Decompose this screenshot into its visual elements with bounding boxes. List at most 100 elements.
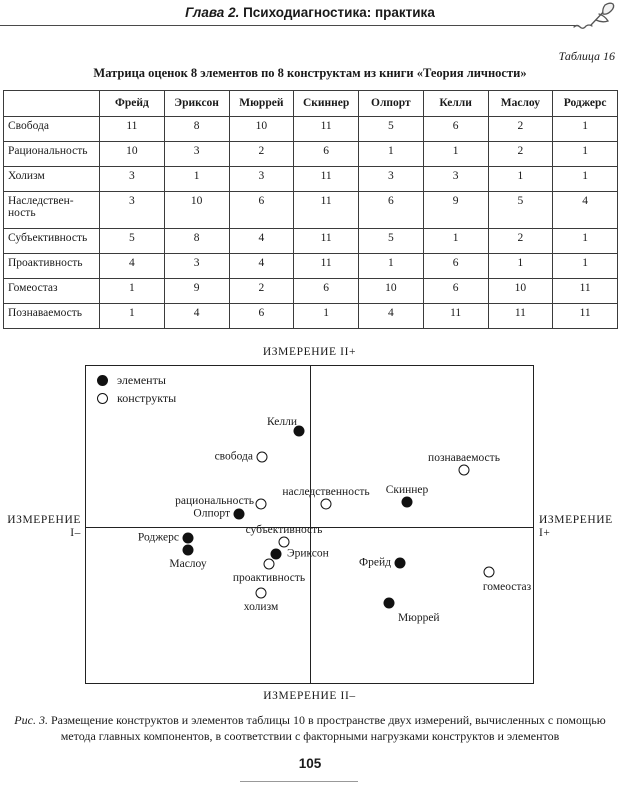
table-cell: 6 — [228, 191, 295, 229]
table-cell: 4 — [228, 253, 295, 279]
table-cell: 1 — [358, 141, 424, 167]
point-label: проактивность — [232, 572, 306, 584]
header-divider — [0, 25, 577, 26]
table-cell: 9 — [163, 278, 230, 304]
point-label: субъективность — [245, 524, 323, 536]
row-label: Проактивность — [3, 253, 100, 279]
table-cell: 2 — [487, 116, 554, 142]
chapter-name: Психодиагностика: практика — [239, 5, 435, 20]
column-header: Келли — [422, 90, 489, 117]
construct-point — [255, 498, 267, 510]
point-label: холизм — [243, 601, 279, 613]
horizontal-axis-line — [86, 527, 533, 528]
table-cell: 10 — [487, 278, 554, 304]
table-cell: 1 — [552, 253, 618, 279]
table-cell: 5 — [358, 116, 424, 142]
table-cell: 11 — [293, 253, 359, 279]
element-point — [383, 597, 395, 609]
table-cell: 6 — [228, 303, 295, 329]
table-cell: 2 — [228, 141, 295, 167]
table-cell: 11 — [99, 116, 165, 142]
construct-point — [320, 498, 332, 510]
chapter-number: Глава 2. — [185, 5, 240, 20]
table-cell: 10 — [163, 191, 230, 229]
table-cell: 6 — [422, 278, 489, 304]
table-cell: 3 — [99, 191, 165, 229]
point-label: наследственность — [282, 486, 370, 498]
figure-caption-text: Размещение конструктов и элементов табли… — [47, 713, 606, 743]
writing-hand-icon — [571, 1, 617, 38]
construct-point — [263, 558, 275, 570]
point-label: Маслоу — [169, 558, 207, 570]
table-number-label: Таблица 16 — [558, 49, 615, 63]
table-cell: 6 — [358, 191, 424, 229]
table-cell: 3 — [358, 166, 424, 192]
column-header: Роджерс — [552, 90, 618, 117]
table-cell: 6 — [293, 278, 359, 304]
row-label: Наследствен-ность — [3, 191, 100, 229]
element-point — [182, 544, 194, 556]
point-label: познаваемость — [428, 452, 500, 464]
element-point — [293, 425, 305, 437]
row-label: Холизм — [3, 166, 100, 192]
point-label: Келли — [267, 416, 297, 428]
table-cell: 6 — [422, 116, 489, 142]
point-label: Олпорт — [193, 507, 230, 520]
table-cell: 1 — [422, 228, 489, 254]
table-cell: 4 — [163, 303, 230, 329]
table-cell: 11 — [487, 303, 554, 329]
axis-label-dimension-1-minus: ИЗМЕРЕНИЕ I– — [7, 514, 81, 539]
table-cell: 1 — [163, 166, 230, 192]
table-title: Матрица оценок 8 элементов по 8 конструк… — [93, 66, 527, 80]
table-cell: 4 — [99, 253, 165, 279]
point-label: рациональность — [175, 495, 254, 507]
table-cell: 10 — [358, 278, 424, 304]
point-label: Скиннер — [385, 484, 429, 496]
column-header: Эриксон — [163, 90, 230, 117]
element-point — [233, 508, 245, 520]
column-header: Маслоу — [487, 90, 554, 117]
element-point — [270, 548, 282, 560]
table-cell: 2 — [228, 278, 295, 304]
table-cell: 1 — [293, 303, 359, 329]
table-cell: 1 — [487, 166, 554, 192]
open-circle-icon — [97, 392, 108, 404]
column-header: Олпорт — [358, 90, 424, 117]
table-cell: 1 — [552, 141, 618, 167]
row-label: Свобода — [3, 116, 100, 142]
point-label: Фрейд — [359, 556, 391, 569]
point-label: свобода — [214, 450, 253, 463]
table-cell: 9 — [422, 191, 489, 229]
table-cell: 10 — [228, 116, 295, 142]
point-label: Мюррей — [398, 612, 440, 624]
table-cell: 2 — [487, 141, 554, 167]
element-point — [401, 496, 413, 508]
construct-point — [256, 451, 268, 463]
vertical-axis-line — [310, 366, 311, 683]
column-header: Скиннер — [293, 90, 359, 117]
table-cell: 11 — [293, 191, 359, 229]
table-cell: 11 — [293, 166, 359, 192]
element-point — [182, 532, 194, 544]
table-cell: 4 — [228, 228, 295, 254]
table-cell: 6 — [422, 253, 489, 279]
table-cell: 1 — [422, 141, 489, 167]
figure-caption: Рис. 3. Размещение конструктов и элемент… — [8, 713, 612, 744]
axis-label-dimension-2-plus: ИЗМЕРЕНИЕ II+ — [262, 346, 357, 358]
construct-point — [255, 587, 267, 599]
table-cell: 8 — [163, 228, 230, 254]
table-cell: 5 — [487, 191, 554, 229]
construct-point — [483, 566, 495, 578]
point-label: гомеостаз — [482, 581, 532, 593]
table-cell: 11 — [552, 278, 618, 304]
table-cell: 3 — [163, 253, 230, 279]
table-cell: 1 — [487, 253, 554, 279]
table-corner-cell — [3, 90, 100, 117]
legend-item: конструкты — [97, 389, 176, 407]
table-cell: 1 — [552, 116, 618, 142]
